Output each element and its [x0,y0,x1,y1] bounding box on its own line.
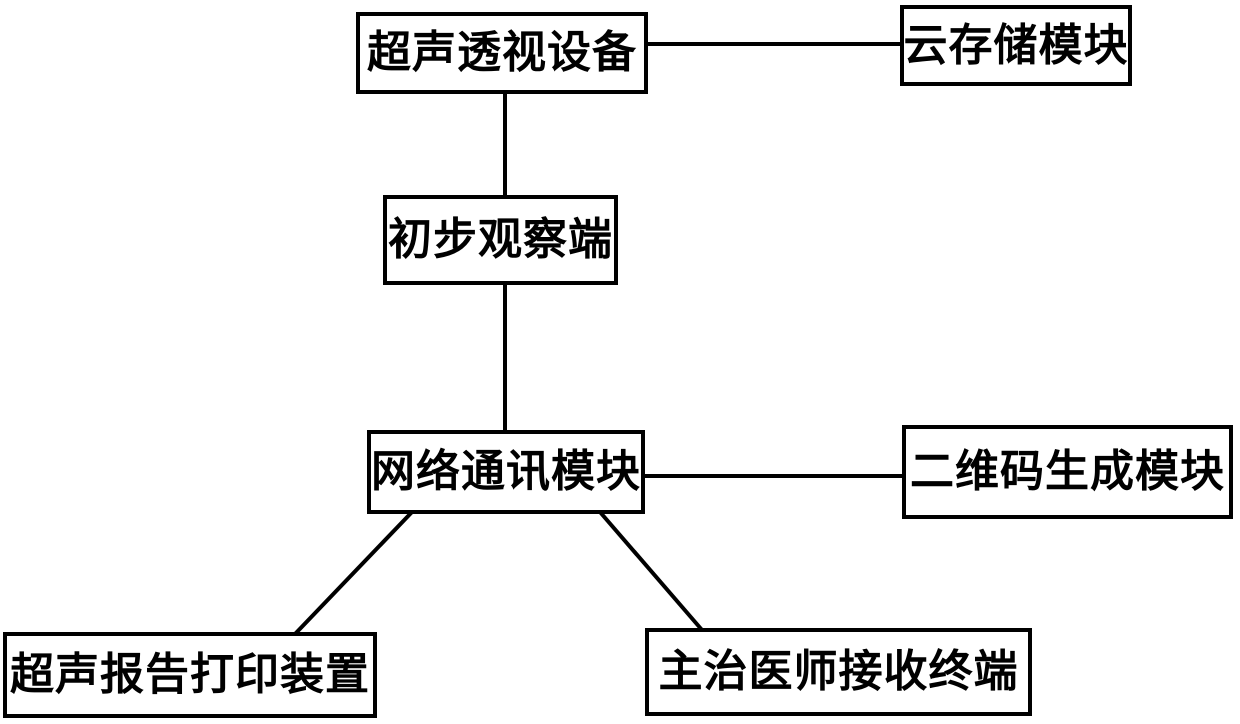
node-ultrasound-device: 超声透视设备 [356,12,648,94]
node-report-printing-label: 超声报告打印装置 [10,649,370,700]
node-preliminary-observation: 初步观察端 [383,195,618,285]
node-cloud-storage-label: 云存储模块 [903,19,1129,71]
node-physician-terminal-label: 主治医师接收终端 [658,646,1019,697]
node-network-communication-label: 网络通讯模块 [371,446,641,497]
node-qr-code-generation-label: 二维码生成模块 [910,446,1225,497]
node-cloud-storage: 云存储模块 [900,5,1132,86]
edge-network-to-physician [598,510,704,632]
node-physician-terminal: 主治医师接收终端 [645,628,1032,716]
node-ultrasound-device-label: 超声透视设备 [367,27,637,78]
node-qr-code-generation: 二维码生成模块 [902,425,1233,519]
node-report-printing: 超声报告打印装置 [3,632,377,718]
edge-network-to-printer [293,510,414,636]
node-preliminary-observation-label: 初步观察端 [388,214,613,265]
node-network-communication: 网络通讯模块 [367,430,645,514]
